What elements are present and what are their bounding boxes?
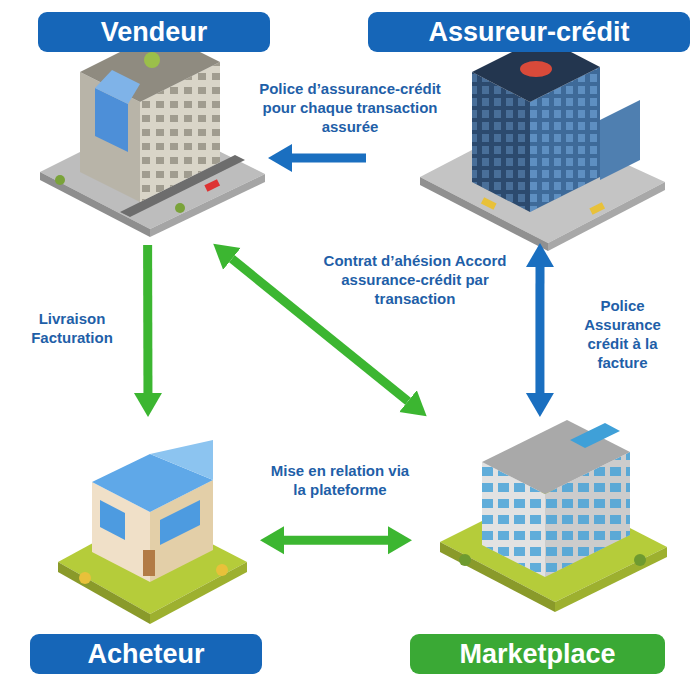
heading-pill: Marketplace	[410, 634, 665, 674]
seller-building	[40, 32, 265, 237]
insurer-building	[420, 37, 665, 251]
marketplace-node: Marketplace	[410, 415, 690, 690]
heading-pill: Assureur-crédit	[368, 12, 690, 52]
marketplace-building	[440, 420, 667, 612]
buyer-node: Acheteur	[20, 415, 262, 690]
connector-arrow	[535, 267, 544, 393]
edge-label: Livraison Facturation	[22, 308, 122, 348]
connector-arrow	[284, 536, 388, 545]
heading-pill: Vendeur	[38, 12, 270, 52]
heading-pill: Acheteur	[30, 634, 262, 674]
seller-node: Vendeur	[30, 10, 270, 245]
connector-arrow	[292, 154, 366, 163]
edge-label: Police d’assurance-crédit pour chaque tr…	[250, 78, 450, 137]
edge-label: Police Assurance crédit à la facture	[565, 295, 680, 373]
buyer-house	[58, 440, 247, 624]
edge-label: Contrat d’ahésion Accord assurance-crédi…	[315, 250, 515, 309]
connector-arrow	[143, 245, 152, 393]
edge-label: Mise en relation via la plateforme	[266, 460, 414, 500]
